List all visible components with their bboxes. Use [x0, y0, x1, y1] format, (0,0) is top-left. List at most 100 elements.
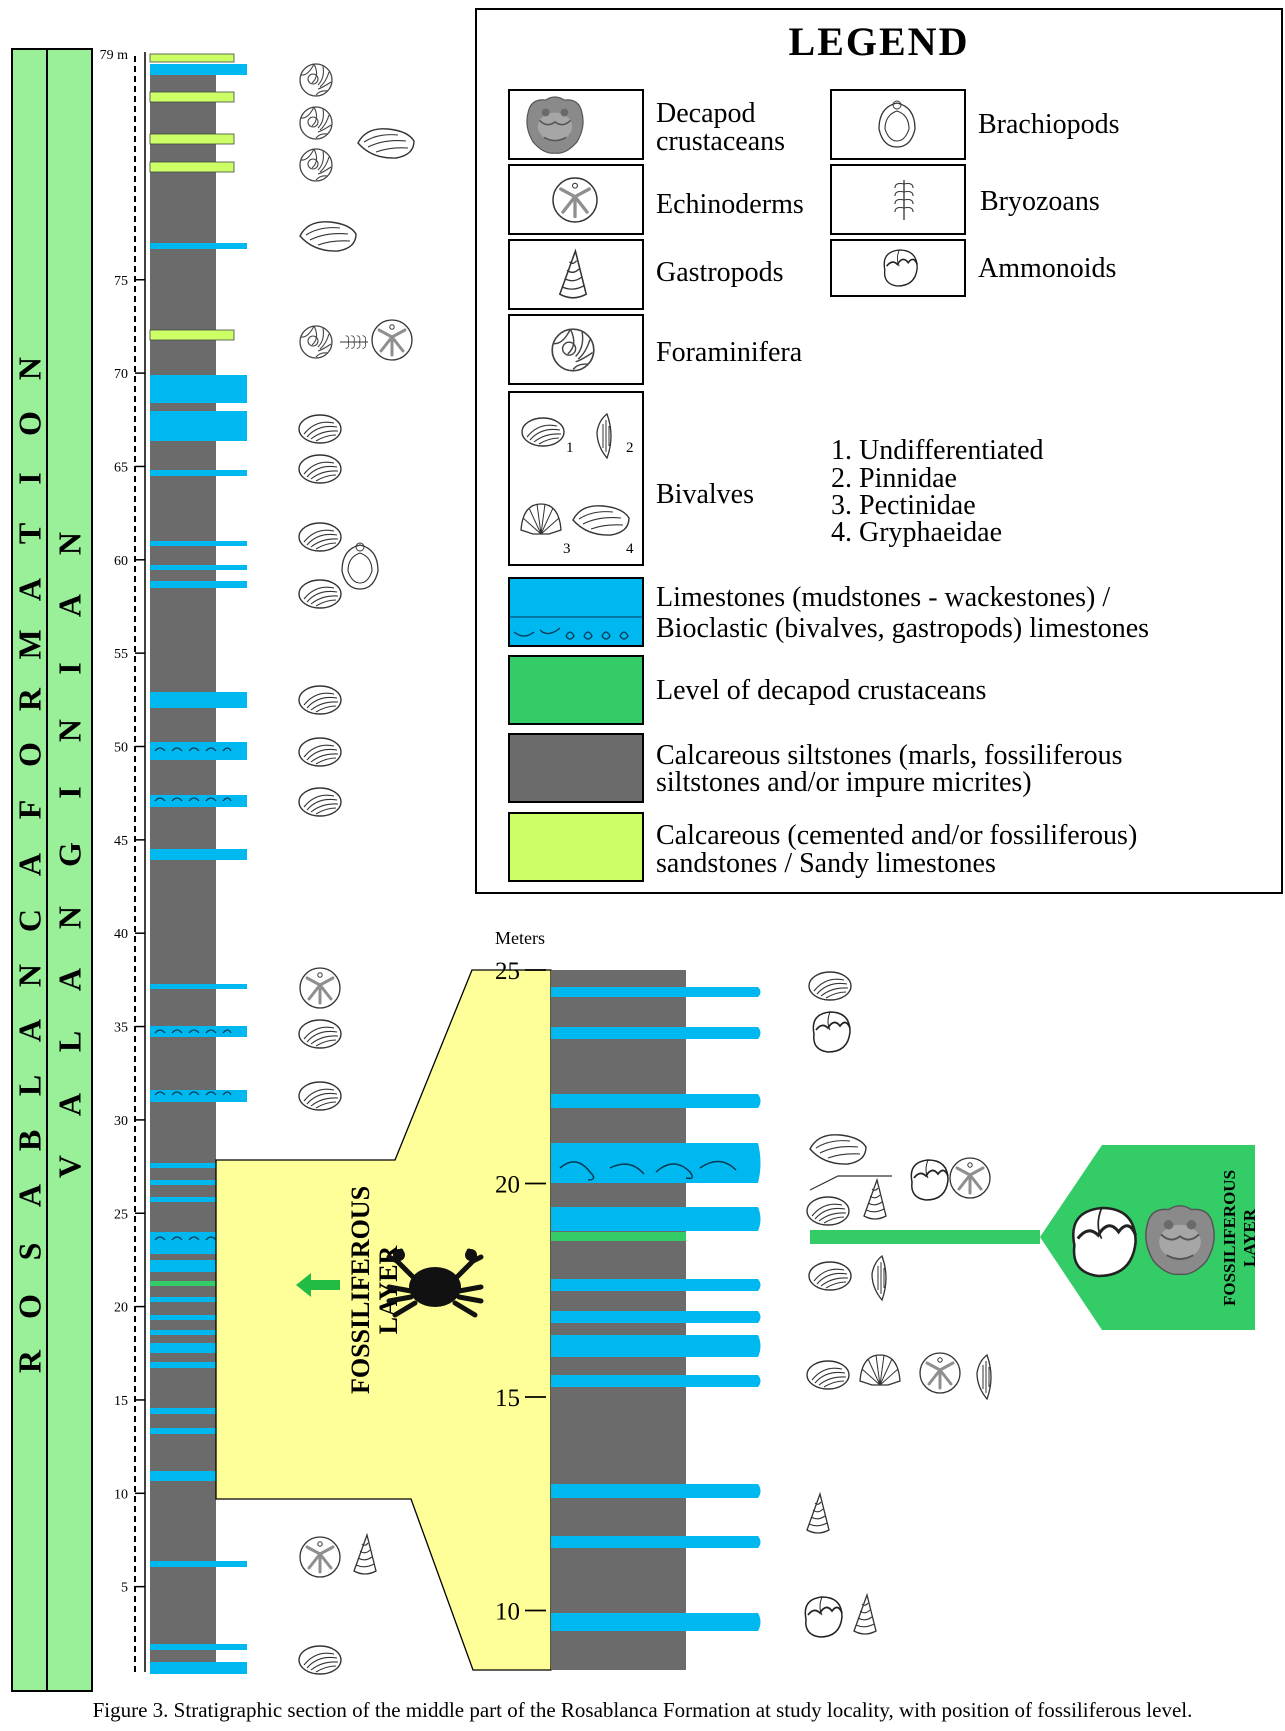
bivalve-icon	[298, 454, 342, 484]
bivalve-icon	[298, 1081, 342, 1111]
detail-bed	[551, 987, 761, 997]
decapod-icon	[526, 96, 584, 155]
echinoid-icon	[948, 1156, 992, 1200]
legend-label-gastropods: Gastropods	[656, 257, 784, 288]
bivalve-icon	[298, 787, 342, 817]
main-bed	[150, 1163, 247, 1168]
bivalve-type-3: 3. Pectinidae	[831, 490, 976, 521]
main-bed	[150, 1281, 216, 1286]
split-line	[809, 1175, 892, 1191]
legend-gastropod-box	[508, 239, 644, 310]
main-axis-tick-label: 60	[114, 554, 128, 569]
main-bed	[150, 984, 247, 989]
legend-decapod-box	[508, 89, 644, 160]
green-arrow-icon	[296, 1273, 340, 1297]
detail-bioclastic-pattern	[559, 1160, 737, 1181]
vertical-letter: I	[11, 472, 48, 486]
bryozoan-icon	[339, 335, 369, 349]
legend-label-decapods: Decapod crustaceans	[656, 98, 786, 157]
vertical-letter: A	[51, 1092, 88, 1116]
legend-brachiopod-box	[830, 89, 966, 160]
brachiopod-icon	[341, 542, 379, 590]
main-axis-tick-label: 15	[114, 1394, 128, 1409]
bivalve-number-1: 1	[566, 440, 574, 456]
bivalve-type-2: 2. Pinnidae	[831, 463, 957, 494]
foraminifera-icon	[299, 148, 333, 182]
main-bed	[150, 1471, 247, 1481]
oyster-icon	[299, 221, 357, 252]
vertical-letter: A	[11, 1018, 48, 1042]
ammonoid-icon	[883, 249, 919, 287]
main-bed	[150, 1362, 247, 1368]
detail-axis-tick-label: 20	[495, 1172, 520, 1199]
detail-bed	[551, 1143, 761, 1183]
echinoid-icon	[370, 318, 414, 362]
echinoid-icon	[918, 1351, 962, 1395]
main-axis-tick-label: 20	[114, 1301, 128, 1316]
bivalve-number-3: 3	[563, 541, 571, 557]
vertical-letter: O	[11, 742, 48, 768]
main-axis-tick-label: 50	[114, 741, 128, 756]
main-axis-tick-label: 65	[114, 460, 128, 475]
gastropod-icon	[353, 1534, 377, 1575]
main-bed	[150, 565, 247, 570]
bivalve-icon	[808, 971, 852, 1001]
legend-sandstone-swatch	[508, 812, 644, 882]
vertical-letter: R	[11, 687, 48, 711]
main-axis-tick-label: 10	[114, 1487, 128, 1502]
vertical-letter: I	[51, 786, 88, 799]
bivalve-icon	[298, 579, 342, 609]
main-bed	[150, 1330, 247, 1335]
main-axis-tick-label: 55	[114, 647, 128, 662]
ammonoid-icon	[804, 1596, 843, 1638]
vertical-letter: N	[11, 356, 48, 381]
vertical-letter: M	[11, 629, 48, 660]
fossiliferous-label-line1: FOSSILIFEROUS	[346, 1186, 375, 1394]
main-bed	[149, 133, 235, 145]
main-bed	[150, 1561, 247, 1567]
vertical-letter: R	[11, 1349, 48, 1373]
detail-axis-tick-label: 15	[495, 1385, 520, 1412]
main-bed	[150, 64, 247, 75]
bivalve-icon	[806, 1360, 850, 1390]
legend-label-ammonoids: Ammonoids	[978, 253, 1117, 284]
detail-axis-unit: Meters	[495, 928, 545, 948]
detail-section-beds	[551, 987, 761, 1631]
bioclastic-pattern	[154, 747, 232, 752]
detail-bed	[551, 1279, 761, 1291]
vertical-letter: O	[11, 1293, 48, 1319]
bivalve-icon	[298, 1645, 342, 1675]
detail-bed	[551, 1027, 761, 1039]
main-bed	[150, 1297, 247, 1302]
legend-limestone-swatch	[508, 577, 644, 647]
vertical-letter: L	[11, 1074, 48, 1097]
detail-bed	[551, 1207, 761, 1231]
callout-label-line1: FOSSILIFEROUS	[1220, 1170, 1239, 1306]
vertical-letter: A	[51, 968, 88, 992]
foraminifera-icon	[299, 106, 333, 140]
main-bed	[150, 1026, 247, 1037]
main-bed	[149, 91, 235, 103]
legend-decapod-level-swatch	[508, 655, 644, 725]
main-bed	[150, 470, 247, 476]
vertical-letter: A	[11, 577, 48, 601]
foraminifera-icon	[299, 63, 333, 97]
stage-column	[46, 48, 93, 1692]
bivalve-number-2: 2	[626, 440, 634, 456]
echinoid-icon	[298, 1535, 342, 1579]
main-bed	[150, 1662, 247, 1674]
legend-label-brachiopods: Brachiopods	[978, 109, 1120, 140]
bivalve-icon	[298, 414, 342, 444]
legend-siltstone-swatch	[508, 733, 644, 803]
detail-axis-tick-label: 25	[495, 958, 520, 985]
pecten-icon	[859, 1354, 901, 1386]
main-bed	[149, 161, 235, 173]
callout-label-line2: LAYER	[1240, 1208, 1259, 1267]
main-bed	[149, 329, 235, 341]
legend-bryozoan-box	[830, 164, 966, 235]
